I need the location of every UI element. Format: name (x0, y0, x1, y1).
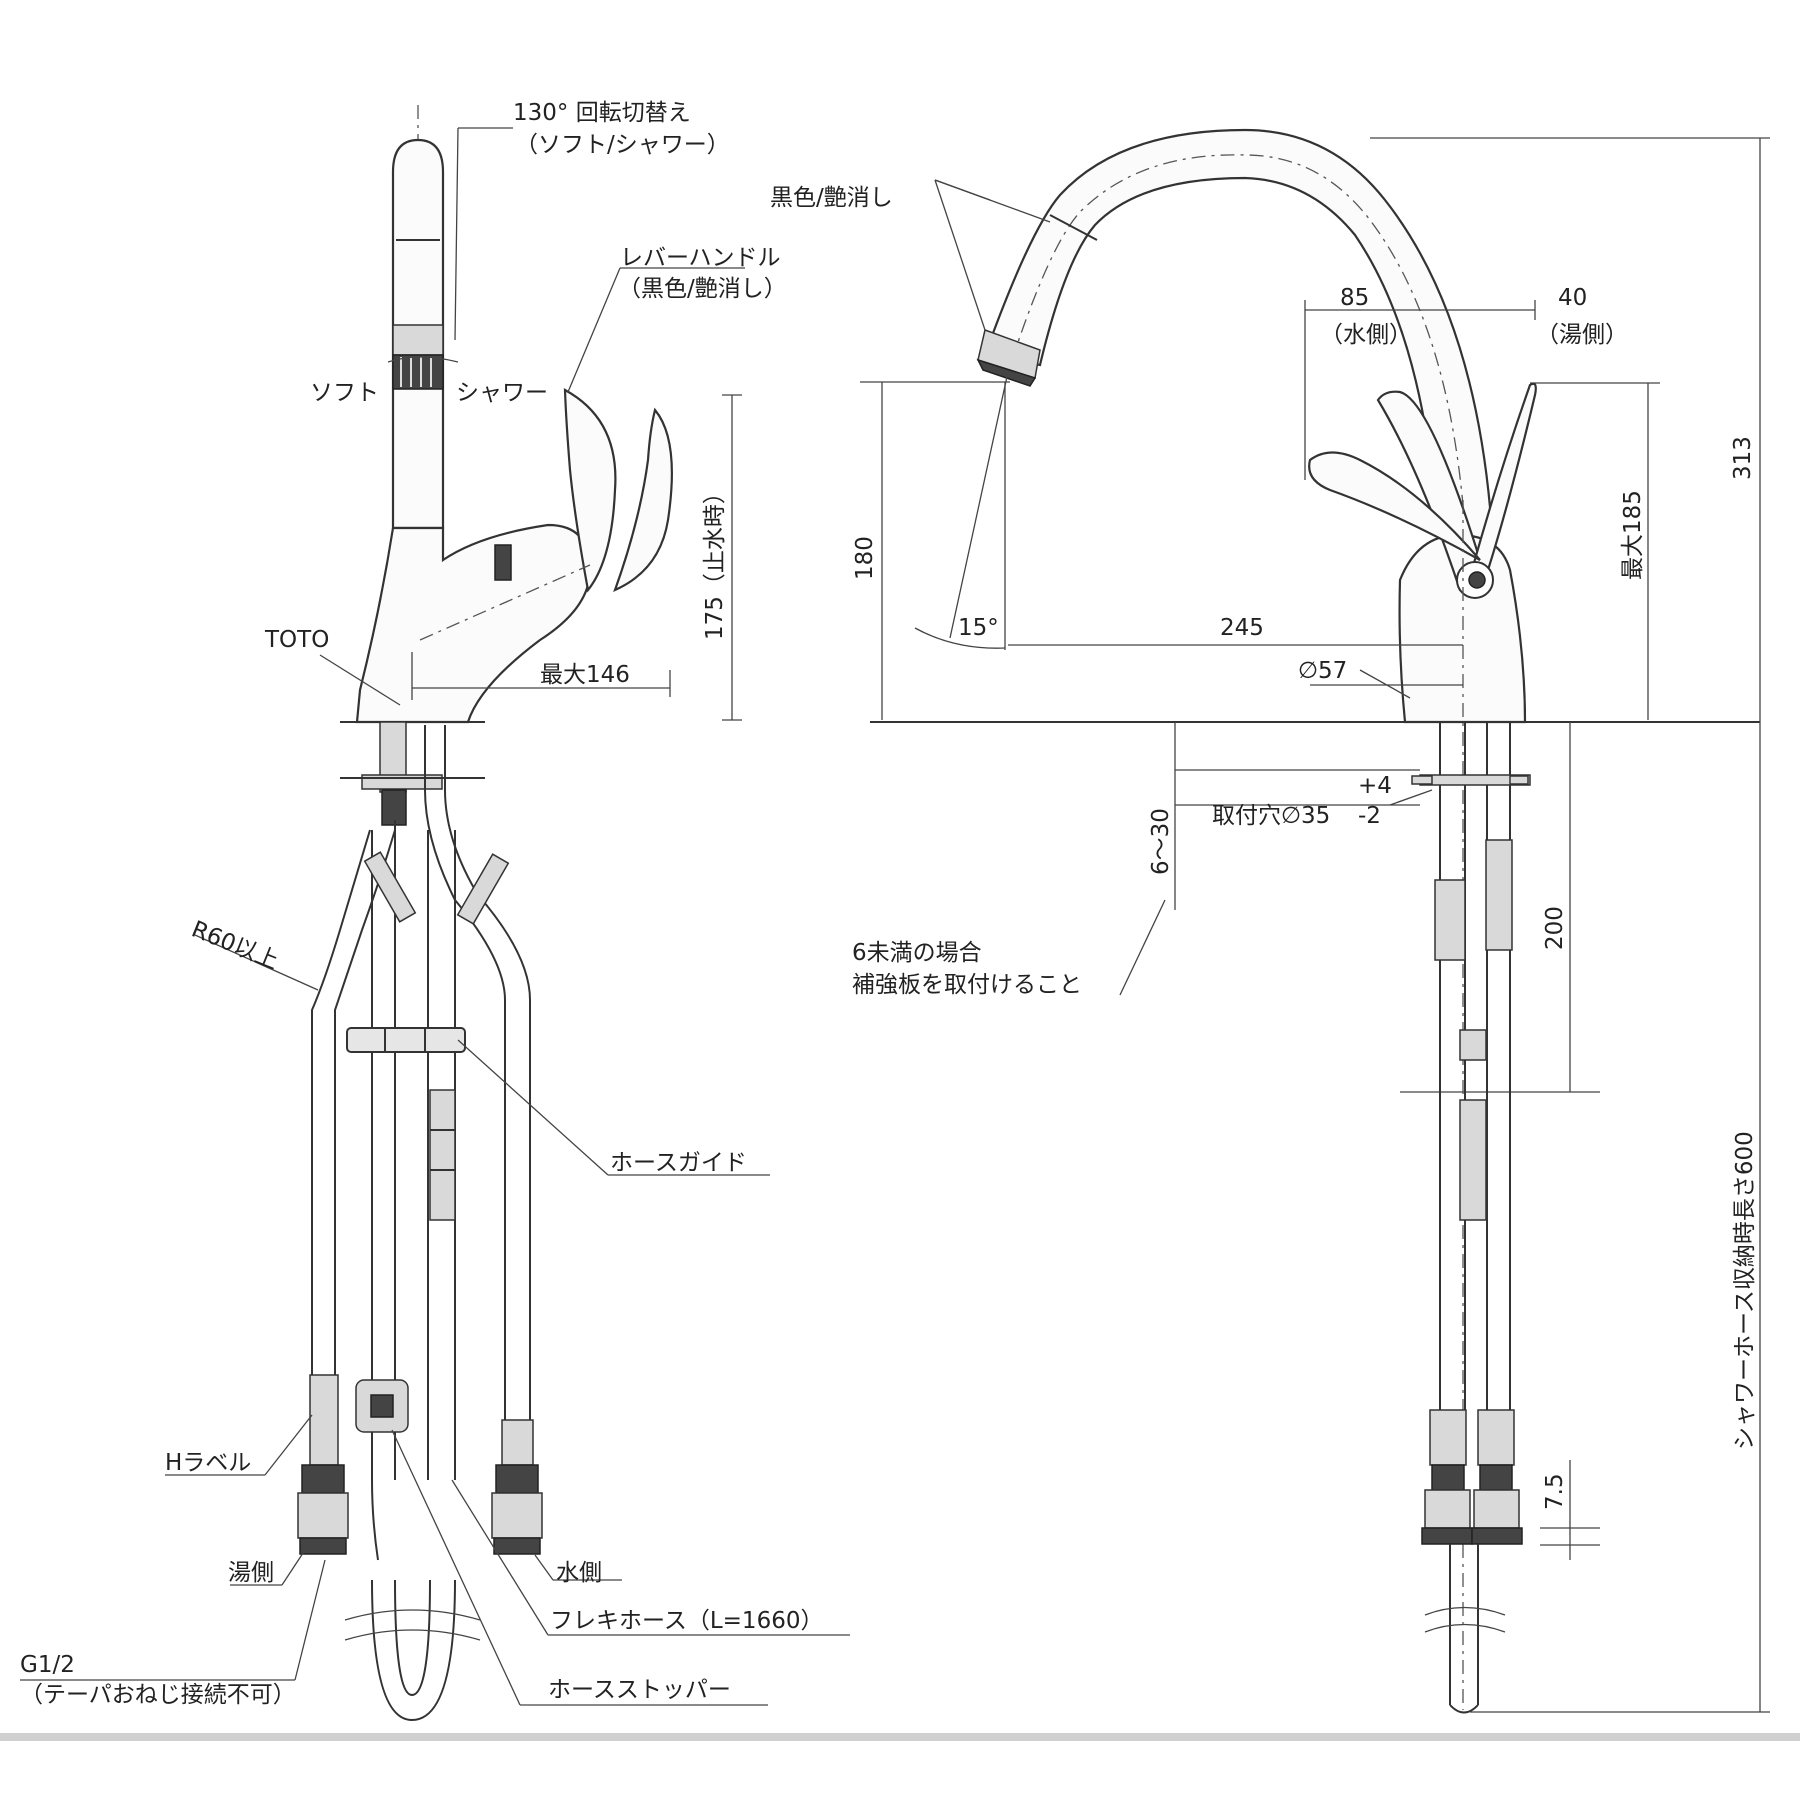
reinforce-note-line2: 補強板を取付けること (852, 972, 1082, 998)
hot-offset-dimension: 40 (1558, 285, 1587, 311)
brand-label: TOTO (264, 627, 329, 653)
front-body (355, 523, 592, 724)
bend-radius-label: R60以上 (188, 916, 282, 974)
lever-handle-sub-label: （黒色/艶消し） (618, 276, 787, 302)
hose-guide-label: ホースガイド (610, 1150, 747, 1176)
spout-height-dimension: 180 (852, 536, 878, 580)
cold-offset-sub-label: （水側） (1320, 322, 1412, 348)
stop-height-dimension: 175（止水時） (702, 481, 728, 640)
front-lever-axis (419, 564, 591, 641)
max-reach-dimension: 最大146 (540, 662, 630, 688)
max-lever-height-dimension: 最大185 (1620, 490, 1646, 580)
side-gooseneck (976, 128, 1497, 622)
below-length-dimension: 200 (1542, 906, 1568, 950)
side-view: 黒色/艶消し 180 15° 245 85 （水側） 40 （湯側） 最大185… (770, 128, 1770, 1714)
front-lever-handle (563, 388, 673, 593)
front-body-mark (494, 544, 512, 581)
rotation-sub-label: （ソフト/シャワー） (515, 132, 730, 158)
hot-offset-sub-label: （湯側） (1536, 322, 1628, 348)
thread-label: G1/2 (20, 1652, 75, 1678)
total-height-dimension: 313 (1730, 436, 1756, 480)
angle-dimension: 15° (958, 615, 999, 641)
hole-tolerance-plus: +4 (1358, 773, 1392, 799)
side-dimensions (881, 138, 1770, 1713)
thread-note-label: （テーパおねじ接続不可） (20, 1682, 296, 1708)
reinforce-note-line1: 6未満の場合 (852, 940, 982, 966)
side-pipes (1411, 722, 1531, 1714)
hose-length-dimension: シャワーホース収納時長さ600 (1732, 1131, 1758, 1450)
front-spout (387, 138, 459, 530)
cold-offset-dimension: 85 (1340, 285, 1369, 311)
cold-side-label: 水側 (556, 1560, 602, 1586)
hose-stopper-label: ホースストッパー (548, 1677, 731, 1703)
soft-label: ソフト (310, 380, 379, 406)
bottom-dimension: 7.5 (1542, 1473, 1568, 1510)
side-lever-handles (1308, 382, 1537, 599)
h-label: Hラベル (165, 1450, 251, 1476)
counter-thickness-dimension: 6～30 (1148, 808, 1174, 875)
front-leaders (20, 127, 850, 1706)
hole-tolerance-minus: -2 (1358, 803, 1381, 829)
hot-side-label: 湯側 (228, 1560, 274, 1586)
flex-hose-label: フレキホース（L=1660） (550, 1608, 823, 1634)
bottom-border (0, 1733, 1800, 1741)
reach-dimension: 245 (1220, 615, 1264, 641)
rotation-label: 130° 回転切替え (513, 100, 691, 126)
front-view: 130° 回転切替え （ソフト/シャワー） ソフト シャワー レバーハンドル （… (20, 100, 850, 1722)
shower-label: シャワー (456, 380, 548, 406)
lever-handle-label: レバーハンドル (620, 245, 781, 271)
base-diameter-dimension: ∅57 (1298, 658, 1347, 684)
finish-label: 黒色/艶消し (770, 185, 893, 211)
mount-hole-label: 取付穴∅35 (1212, 803, 1330, 829)
front-pipes (297, 721, 543, 1722)
